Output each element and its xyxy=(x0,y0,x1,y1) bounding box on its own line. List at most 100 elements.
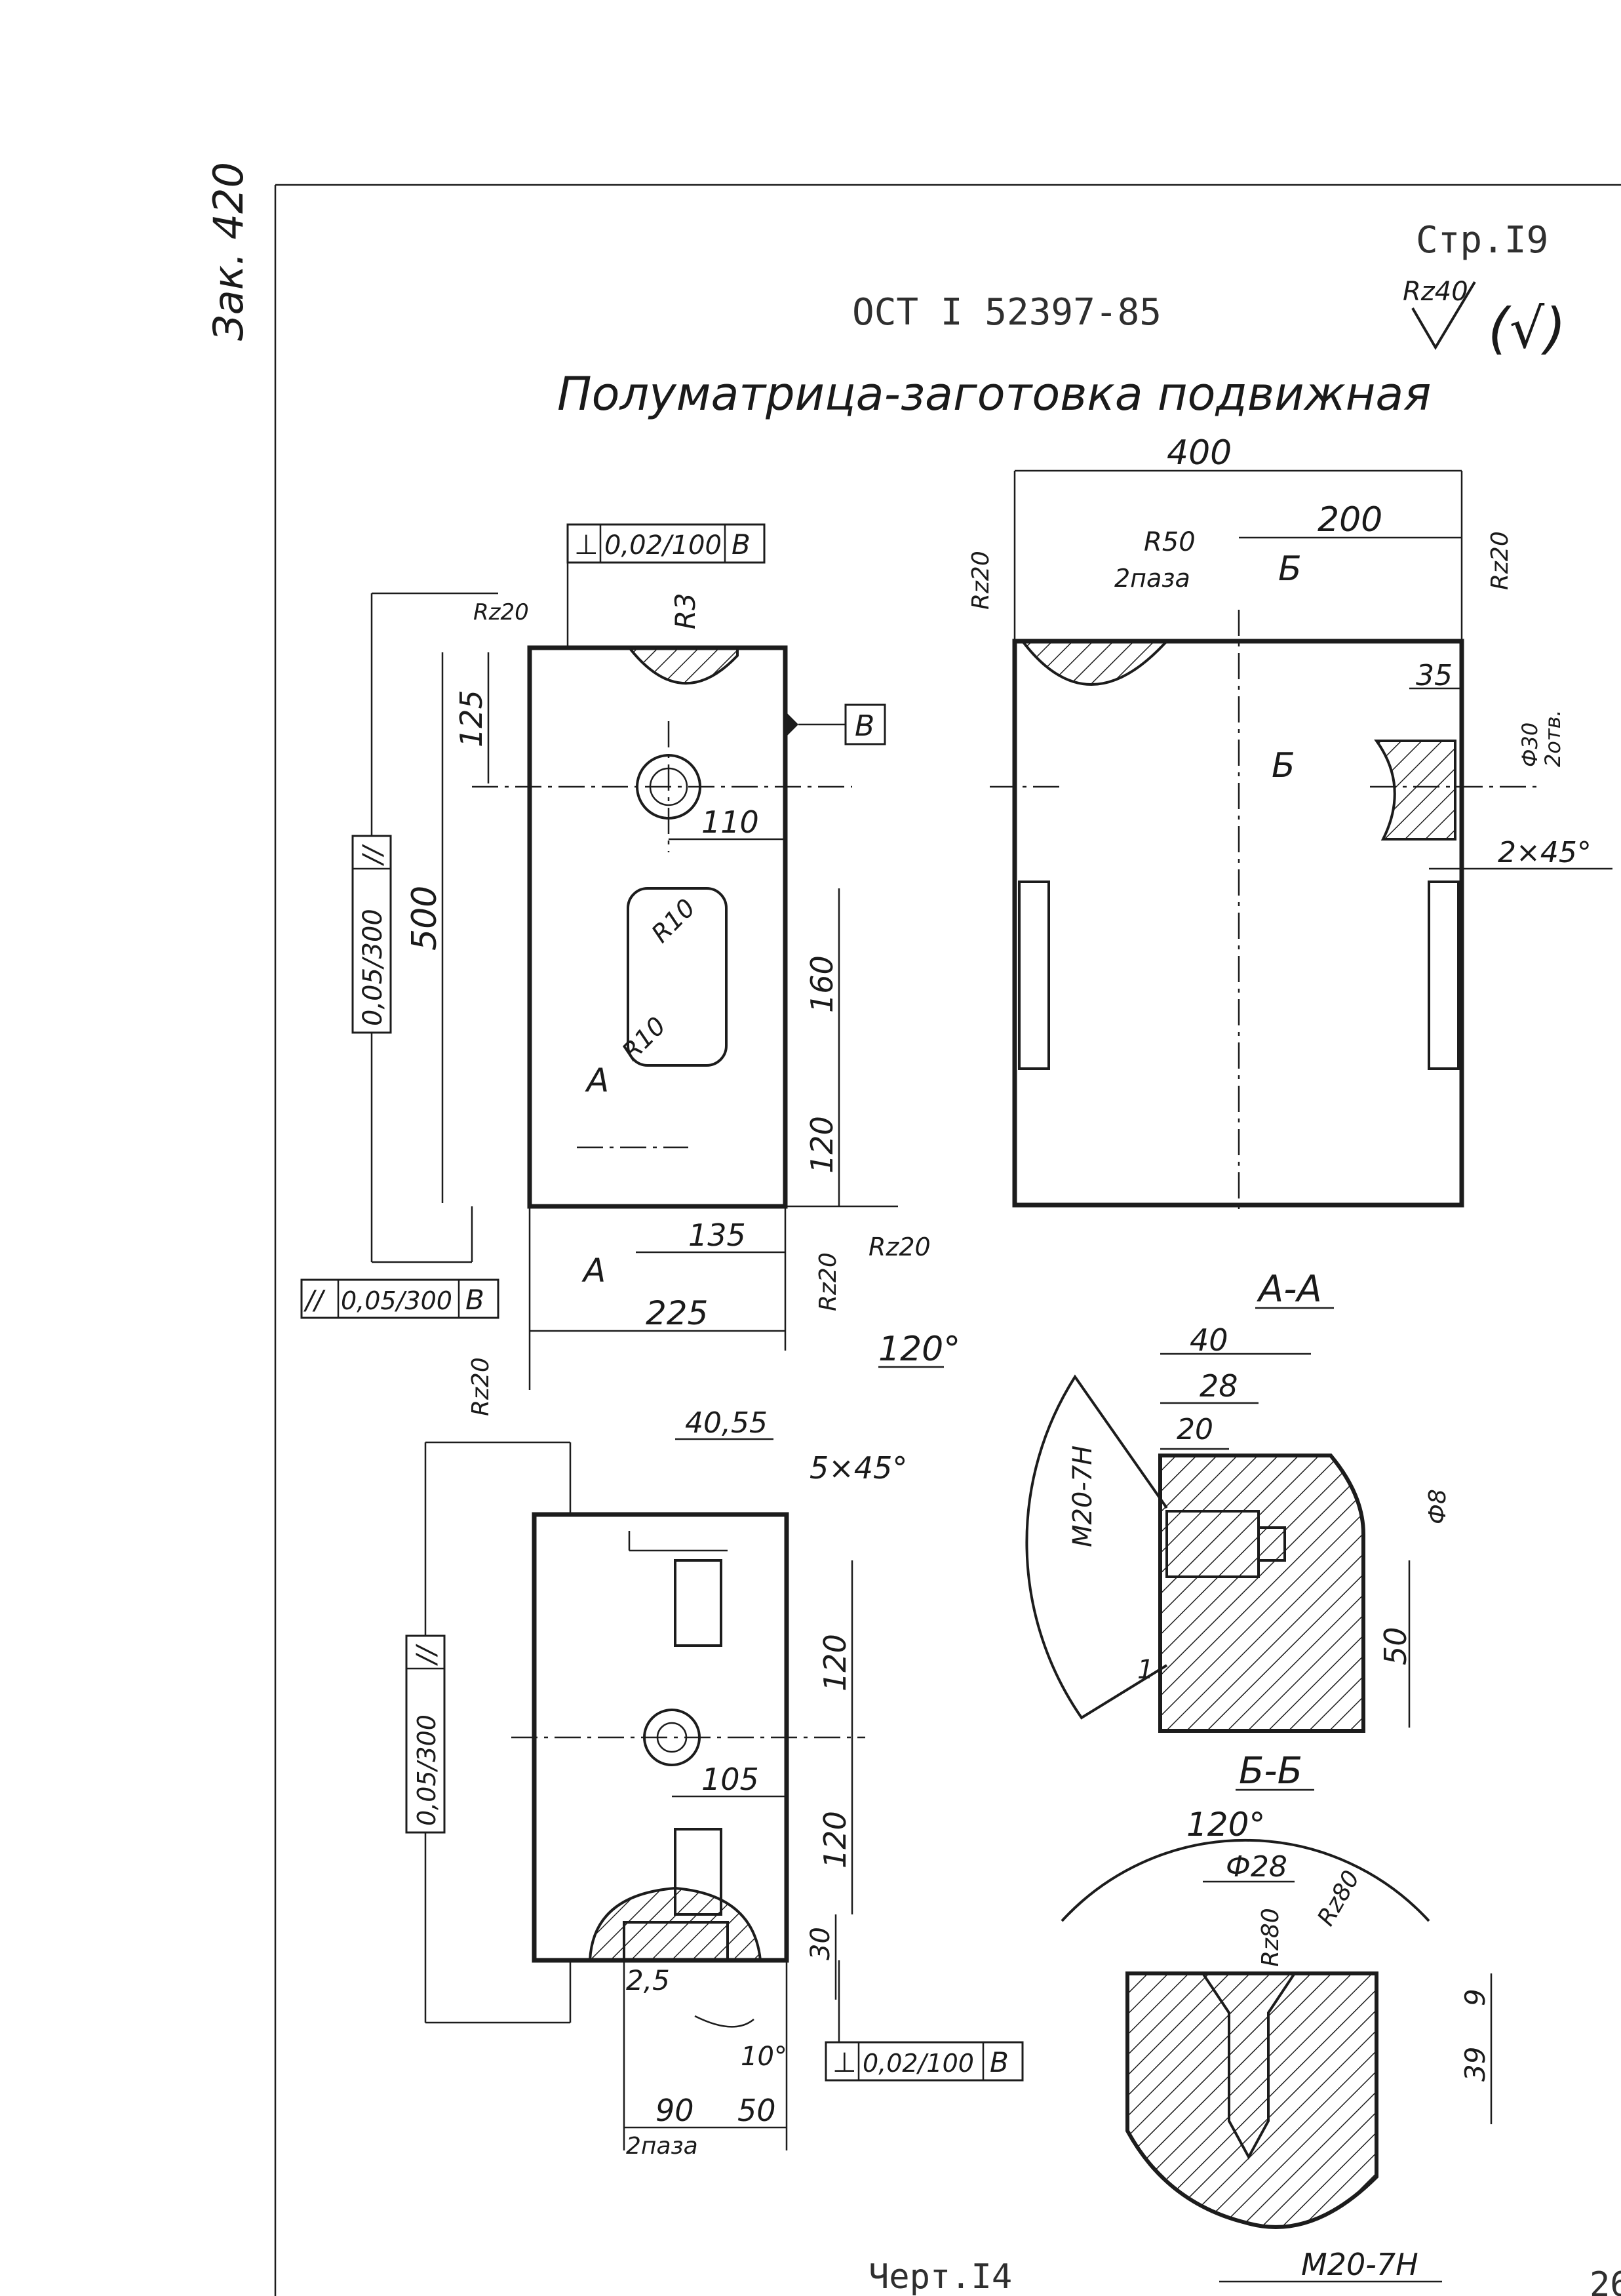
top-left-cutout xyxy=(1019,640,1170,686)
drawing-title: Полуматрица-заготовка подвижная xyxy=(557,367,1431,421)
section-bb-angle: 120° xyxy=(1186,1806,1265,1844)
section-aa-angle: 120° xyxy=(878,1330,960,1369)
view-front: B ⊥ 0,02/100 B // 0,05/300 xyxy=(300,523,931,1416)
svg-text://: // xyxy=(303,1286,326,1316)
bottom-cutout xyxy=(588,1886,762,1962)
radius-r10-bottom: R10 xyxy=(616,1011,671,1066)
section-aa-title: А-А xyxy=(1257,1268,1322,1311)
radius-r50: R50 xyxy=(1144,527,1196,557)
section-bb-body xyxy=(1125,1971,1378,2229)
section-bb-rough-2: Rz80 xyxy=(1312,1866,1365,1930)
dim-40-55: 40,55 xyxy=(685,1406,768,1440)
dim-30: 30 xyxy=(806,1927,836,1960)
sheet-frame xyxy=(274,184,1621,2296)
general-roughness-mark: (√) xyxy=(1488,296,1566,361)
front-window xyxy=(627,887,728,1067)
page-number: Стр.I9 xyxy=(1416,219,1548,262)
dim-35: 35 xyxy=(1416,659,1453,692)
svg-text:0,02/100: 0,02/100 xyxy=(604,530,722,561)
svg-text:B: B xyxy=(465,1284,484,1316)
dim-28-aa: 28 xyxy=(1200,1368,1238,1404)
view-bottom: // 0,05/300 ⊥ 0,02/100 B 40,55 5×45° 120… xyxy=(405,1406,1024,2160)
section-aa: А-А 120° M20-7H 40 28 20 Ф8 50 1 xyxy=(878,1268,1451,1733)
rough-bottom-mid: Rz20 xyxy=(815,1252,842,1311)
rough-top: Rz20 xyxy=(473,599,529,625)
dim-20-aa: 20 xyxy=(1177,1413,1213,1446)
tolerance-frame-bottom: // 0,05/300 B xyxy=(300,1278,499,1319)
dim-125: 125 xyxy=(454,690,489,747)
margin-note: Зак. 420 xyxy=(205,162,252,341)
datum-label: B xyxy=(855,709,874,743)
datum-triangle xyxy=(785,711,798,738)
section-bb-thread: M20-7H xyxy=(1301,2247,1418,2282)
dim-160: 160 xyxy=(804,955,840,1013)
view-top: 400 200 35 2×45° Rz20 Rz20 R50 2паза Ф30… xyxy=(967,433,1612,1210)
dim-40-aa: 40 xyxy=(1190,1322,1228,1358)
front-dimensions: 500 125 110 160 120 135 225 xyxy=(405,652,840,1390)
section-mark-b-bottom: Б xyxy=(1272,746,1295,785)
front-top-cutout xyxy=(626,646,739,685)
dim-200: 200 xyxy=(1318,500,1382,540)
section-mark-a-bottom: A xyxy=(581,1252,606,1290)
svg-text:B: B xyxy=(732,528,751,561)
svg-text://: // xyxy=(358,844,388,866)
svg-text:0,05/300: 0,05/300 xyxy=(358,909,388,1026)
dim-8-aa: Ф8 xyxy=(1424,1489,1451,1524)
section-bb-title: Б-Б xyxy=(1239,1750,1302,1792)
svg-text:⊥: ⊥ xyxy=(574,528,598,561)
radius-r3: R3 xyxy=(669,593,701,629)
dim-50-aa: 50 xyxy=(1378,1627,1413,1665)
svg-text:⊥: ⊥ xyxy=(832,2046,857,2078)
slots-note-top: 2паза xyxy=(1114,564,1190,593)
section-bb-rough-1: Rz80 xyxy=(1257,1908,1284,1967)
rough-bottom-left: Rz20 xyxy=(467,1357,494,1416)
roughness-check-icon xyxy=(1411,281,1476,350)
top-slot-right xyxy=(1428,881,1460,1070)
top-slot-left xyxy=(1018,881,1050,1070)
dim-9-bb: 9 xyxy=(1459,1989,1491,2006)
dim-105: 105 xyxy=(701,1762,759,1797)
corner-number: 26 xyxy=(1590,2265,1621,2296)
dim-400: 400 xyxy=(1167,433,1232,473)
svg-text:B: B xyxy=(990,2046,1009,2078)
dim-2-5: 2,5 xyxy=(626,1964,670,1996)
rough-top-right: Rz20 xyxy=(1487,531,1514,590)
dim-500: 500 xyxy=(405,886,444,951)
section-mark-a-top: A xyxy=(585,1061,609,1099)
drawing-caption: Черт.I4 xyxy=(869,2257,1012,2296)
dim-50: 50 xyxy=(737,2093,776,2128)
svg-text:0,05/300: 0,05/300 xyxy=(341,1286,452,1315)
general-roughness: Rz40 xyxy=(1403,277,1468,307)
header: Зак. 420 Стр.I9 ОСТ I 52397-85 Rz40 (√) … xyxy=(205,162,1566,421)
angle-10: 10° xyxy=(741,2042,787,2072)
radius-r10-top: R10 xyxy=(646,893,701,948)
dim-1-aa: 1 xyxy=(1137,1655,1154,1685)
slots-note-bottom: 2паза xyxy=(626,2133,698,2160)
bottom-slot-top xyxy=(674,1559,722,1647)
section-aa-body xyxy=(1158,1454,1365,1733)
dim-225: 225 xyxy=(646,1294,708,1332)
svg-text:0,02/100: 0,02/100 xyxy=(863,2049,974,2078)
dim-39-bb: 39 xyxy=(1459,2047,1491,2082)
dim-90: 90 xyxy=(655,2093,694,2128)
tolerance-frame-top: ⊥ 0,02/100 B xyxy=(566,523,766,648)
dim-135: 135 xyxy=(688,1217,746,1253)
standard-number: ОСТ I 52397-85 xyxy=(852,291,1162,334)
section-aa-thread: M20-7H xyxy=(1068,1446,1098,1547)
chamfer-5x45: 5×45° xyxy=(810,1450,907,1486)
section-mark-b-top: Б xyxy=(1278,549,1302,589)
tolerance-frame-bottom-left: // 0,05/300 xyxy=(405,1441,572,2024)
svg-text:0,05/300: 0,05/300 xyxy=(412,1714,441,1826)
svg-text://: // xyxy=(412,1644,442,1666)
chamfer-2x45: 2×45° xyxy=(1498,836,1592,869)
section-bb: Б-Б 120° Ф28 Rz80 Rz80 9 39 M20-7H xyxy=(1061,1750,1493,2283)
top-right-notch xyxy=(1374,740,1456,841)
rough-bottom-right: Rz20 xyxy=(869,1233,931,1261)
hole-count: 2отв. xyxy=(1540,709,1565,767)
footer: Черт.I4 26 xyxy=(869,2257,1621,2296)
dim-110: 110 xyxy=(701,804,759,840)
section-bb-dia: Ф28 xyxy=(1226,1850,1287,1884)
dim-120-b: 120 xyxy=(817,1811,853,1869)
rough-top-left: Rz20 xyxy=(967,551,994,610)
